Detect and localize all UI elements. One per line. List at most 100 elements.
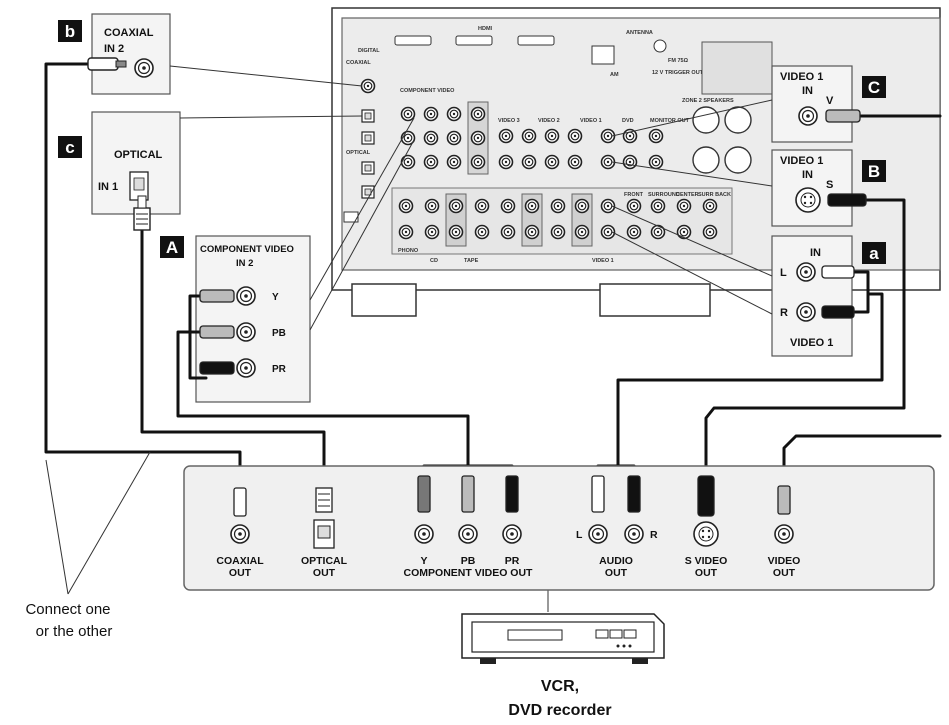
receiver-optical-in1-jack [361,109,375,123]
connect-one-note: Connect one or the other [25,451,151,640]
fm-label: FM 75Ω [668,58,689,64]
am-antenna-terminal [591,45,615,65]
video1-v-callout-input: IN [802,85,813,97]
audio-plugs-top [821,265,855,319]
hdmi-ports: HDMI [394,26,555,46]
component-out-pb-label: PB [461,555,476,567]
audio-callout-title: VIDEO 1 [790,337,833,349]
svg-text:C: C [868,78,880,97]
leader-lines [169,65,773,612]
component-out-pr-label: PR [505,555,520,567]
zone2-label: ZONE 2 SPEAKERS [682,98,734,104]
front-label: FRONT [624,192,644,198]
video1-svideo-callout: VIDEO 1 IN S [771,149,853,227]
vcr-dvd-recorder-icon [461,613,665,664]
phono-label: PHONO [398,248,419,254]
receiver-foot-right [599,283,711,317]
video1-s-callout-title: VIDEO 1 [780,155,823,167]
video1-audio-in-callout: IN L R VIDEO 1 [771,235,853,357]
recorder-rear-panel: COAXIAL OUT OPTICAL OUT Y PB PR COMPONEN… [183,465,935,591]
component-out-label: COMPONENT VIDEO OUT [404,567,534,579]
dvd-label: DVD [622,118,634,124]
component-out-pr-jack [502,524,522,544]
audio-out-label-2: OUT [605,567,628,579]
coaxial-callout-input: IN 2 [104,43,124,55]
am-label: AM [610,72,619,78]
component-callout-pb-jack [236,322,256,342]
optical-cable [140,228,326,490]
component-video-label: COMPONENT VIDEO [400,88,455,94]
component-callout-y-jack [236,286,256,306]
video3-label: VIDEO 3 [498,118,520,124]
optical-plug-top [133,195,151,231]
svideo-cable [704,198,906,478]
note-line-1: Connect one [25,601,110,618]
svideo-out-label-2: OUT [695,567,718,579]
callout-badge-C: C [862,76,886,98]
tape-label: TAPE [464,258,479,264]
audio-cable-lr [846,270,870,314]
video2-label: VIDEO 2 [538,118,560,124]
optical-in1-callout: OPTICAL IN 1 [91,111,181,215]
callout-badge-a: a [862,242,886,264]
monitor-out-label: MONITOR OUT [650,118,690,124]
component-callout-pr-jack [236,358,256,378]
coaxial-label: COAXIAL [346,60,371,66]
audio-callout-l-label: L [780,267,787,279]
component-callout-title: COMPONENT VIDEO [200,244,294,255]
fm-antenna-jack [653,39,667,53]
antenna-label: ANTENNA [626,30,653,36]
coaxial-plug-top [87,57,127,71]
optical-out-jack [313,519,335,549]
svideo-out-label-1: S VIDEO [685,555,728,567]
svg-text:b: b [65,22,75,41]
receiver-optical-in3-jack [361,161,375,175]
audio-callout-input: IN [810,247,821,259]
receiver-optical-in2-jack [361,131,375,145]
component-out-y-jack [414,524,434,544]
note-line-2: or the other [36,623,113,640]
svg-text:a: a [869,244,879,263]
video1-audio-label: VIDEO 1 [592,258,614,264]
audio-out-l-jack [588,524,608,544]
coaxial-out-label-1: COAXIAL [216,555,264,567]
svideo-out-jack [693,521,719,547]
digital-label: DIGITAL [358,48,380,54]
audio-out-l-label: L [576,529,583,541]
component-out-pb-jack [458,524,478,544]
audio-callout-l-jack [796,262,816,282]
cd-label: CD [430,258,438,264]
video1-s-callout-jack-label: S [826,179,833,191]
callout-badge-B: B [862,160,886,182]
callout-badge-b: b [58,20,82,42]
device-name-line-1: VCR, [541,678,579,695]
optical-label: OPTICAL [346,150,371,156]
video-out-label-2: OUT [773,567,796,579]
video1-v-callout-jack-label: V [826,95,834,107]
video1-v-callout-title: VIDEO 1 [780,71,823,83]
surr-back-label: SURR BACK [698,192,731,198]
optical-out-label-1: OPTICAL [301,555,348,567]
audio-out-label-1: AUDIO [599,555,633,567]
svg-text:c: c [65,138,74,157]
optical-out-label-2: OUT [313,567,336,579]
device-name-line-2: DVD recorder [508,702,611,719]
coaxial-out-label-2: OUT [229,567,252,579]
component-out-y-label: Y [420,555,427,567]
svg-text:A: A [166,238,178,257]
component-video-in2-callout: COMPONENT VIDEO IN 2 Y PB PR [195,235,311,403]
coaxial-callout-title: COAXIAL [104,27,154,39]
hdmi-label: HDMI [478,26,493,32]
coaxial-callout-jack [134,58,154,78]
video-out-jack [774,524,794,544]
receiver-component-video-jacks [400,101,489,175]
video1-v-callout-jack [798,106,818,126]
receiver-foot-left [351,283,417,317]
audio-out-r-label: R [650,529,658,541]
svideo-plug-top [827,193,867,207]
component-plugs-top [199,289,235,375]
audio-callout-r-jack [796,302,816,322]
callout-badge-A: A [160,236,184,258]
optical-callout-title: OPTICAL [114,149,163,161]
